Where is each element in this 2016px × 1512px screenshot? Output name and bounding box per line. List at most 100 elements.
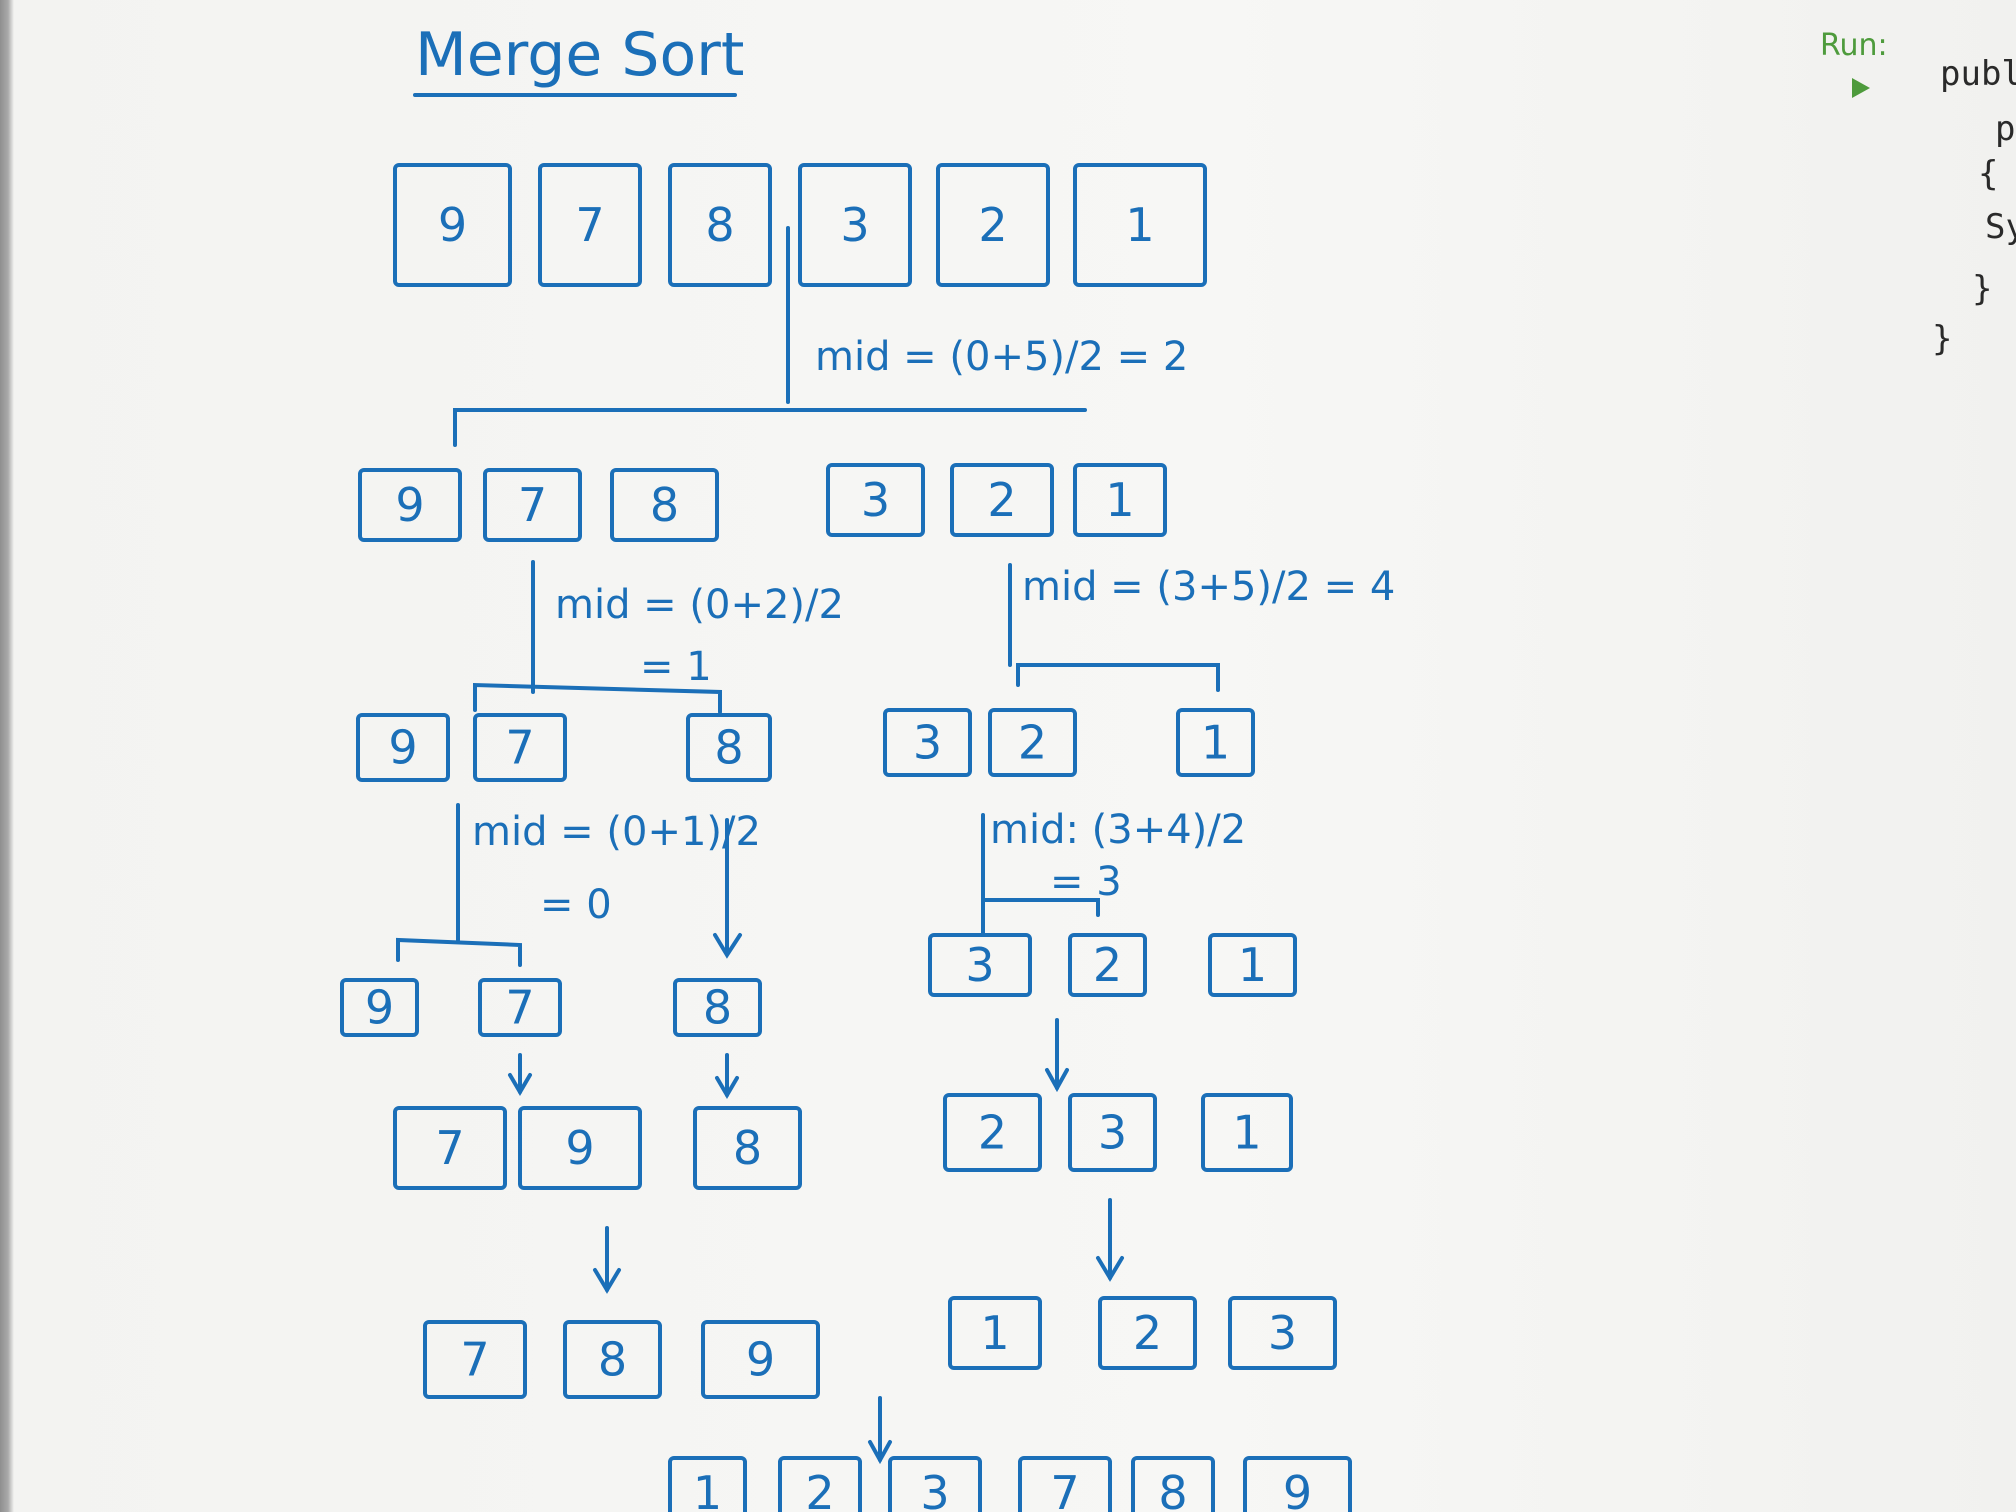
array-cell-value: 7 [575, 198, 604, 252]
array-cell [928, 933, 1032, 997]
array-cell-value: 7 [518, 478, 547, 532]
array-row-merge2-right: 1 2 3 [948, 1296, 1337, 1370]
array-cell-value: 7 [505, 721, 534, 775]
mid-annotation: mid = (0+2)/2 [555, 582, 844, 628]
array-cell [1073, 463, 1167, 537]
array-cell-value: 2 [805, 1466, 834, 1512]
array-cell [988, 708, 1077, 777]
array-cell [948, 1296, 1042, 1370]
array-cell-value: 7 [1050, 1466, 1079, 1512]
array-cell-value: 2 [978, 1106, 1007, 1160]
array-cell-value: 8 [714, 721, 743, 775]
array-cell [478, 978, 562, 1037]
array-cell-value: 3 [965, 938, 994, 992]
array-cell [798, 163, 912, 287]
array-cell-value: 9 [365, 981, 394, 1035]
array-cell-value: 7 [505, 981, 534, 1035]
page-title: Merge Sort [415, 20, 744, 90]
code-line: } [1972, 269, 1992, 309]
array-cell [538, 163, 642, 287]
array-cell [1243, 1456, 1352, 1512]
array-cell-value: 3 [920, 1466, 949, 1512]
array-cell-value: 9 [1283, 1466, 1312, 1512]
array-cell-value: 1 [1238, 938, 1267, 992]
array-cell-value: 2 [1018, 716, 1047, 770]
mid-annotation: mid = (3+5)/2 = 4 [1022, 564, 1395, 610]
array-cell [393, 163, 512, 287]
array-cell [936, 163, 1050, 287]
array-cell [943, 1093, 1042, 1172]
array-cell [888, 1456, 982, 1512]
array-cell-value: 1 [1105, 473, 1134, 527]
array-row-merge2-left: 7 8 9 [423, 1320, 820, 1399]
array-cell [483, 468, 582, 542]
array-cell-value: 2 [1133, 1306, 1162, 1360]
array-cell-value: 1 [1201, 716, 1230, 770]
array-cell-value: 7 [435, 1121, 464, 1175]
array-row-level1-left: 9 7 8 [358, 468, 719, 542]
array-cell-value: 3 [1268, 1306, 1297, 1360]
array-cell-value: 2 [978, 198, 1007, 252]
array-cell [950, 463, 1054, 537]
array-cell [473, 713, 567, 782]
array-cell [701, 1320, 820, 1399]
array-row-level3-left: 9 7 8 [340, 978, 762, 1037]
array-cell-value: 1 [1125, 198, 1154, 252]
array-cell [340, 978, 419, 1037]
array-cell-value: 3 [861, 473, 890, 527]
code-line: } [1932, 319, 1952, 359]
array-cell [423, 1320, 527, 1399]
array-cell-value: 9 [746, 1333, 775, 1387]
array-cell [826, 463, 925, 537]
code-line: Sy [1985, 207, 2016, 247]
array-cell [358, 468, 462, 542]
mid-annotation: = 1 [640, 644, 712, 690]
array-cell [356, 713, 450, 782]
array-cell [1068, 933, 1147, 997]
array-cell-value: 2 [1093, 938, 1122, 992]
code-line: { [1978, 154, 1998, 194]
array-cell [883, 708, 972, 777]
array-cell [1018, 1456, 1112, 1512]
array-cell-value: 8 [733, 1121, 762, 1175]
array-cell-value: 8 [1158, 1466, 1187, 1512]
array-cell-value: 8 [650, 478, 679, 532]
array-cell [1208, 933, 1297, 997]
play-icon [1852, 78, 1870, 98]
mid-annotation: mid: (3+4)/2 [990, 807, 1246, 853]
array-cell [1098, 1296, 1197, 1370]
code-line: p [1995, 109, 2015, 149]
array-cell [1068, 1093, 1157, 1172]
mid-annotation: = 0 [540, 882, 612, 928]
array-cell-value: 9 [388, 721, 417, 775]
array-row-level3-right: 3 2 1 [928, 933, 1297, 997]
array-cell-value: 1 [1232, 1106, 1261, 1160]
array-cell [1228, 1296, 1337, 1370]
run-label: Run: [1820, 28, 1888, 63]
array-cell-value: 9 [565, 1121, 594, 1175]
array-cell-value: 7 [460, 1333, 489, 1387]
array-cell-value: 8 [598, 1333, 627, 1387]
array-cell [668, 163, 772, 287]
array-cell [393, 1106, 507, 1190]
array-cell [693, 1106, 802, 1190]
array-cell-value: 9 [395, 478, 424, 532]
connectors [396, 226, 1220, 1465]
array-row-final: 1 2 3 7 8 9 [668, 1456, 1352, 1512]
array-cell-value: 1 [980, 1306, 1009, 1360]
array-cell [778, 1456, 862, 1512]
mid-annotation: mid = (0+1)/2 [472, 809, 761, 855]
mid-annotation: = 3 [1050, 859, 1122, 905]
array-cell-value: 8 [705, 198, 734, 252]
array-cell [563, 1320, 662, 1399]
array-cell [668, 1456, 747, 1512]
array-cell-value: 1 [693, 1466, 722, 1512]
code-line: publ [1940, 54, 2016, 94]
array-cell-value: 8 [703, 981, 732, 1035]
